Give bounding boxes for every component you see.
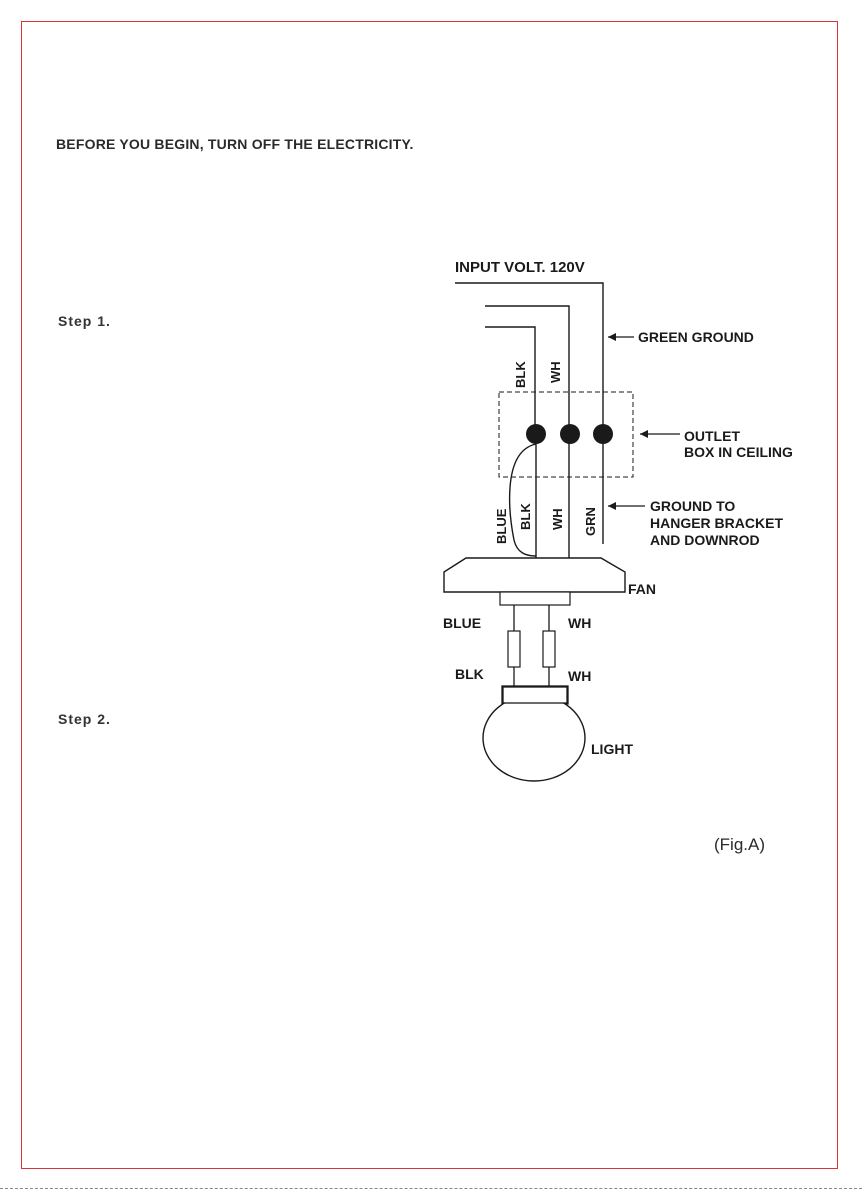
- input-voltage-label: INPUT VOLT. 120V: [455, 259, 585, 276]
- ground-wire-connector: [593, 424, 613, 444]
- fan-collar: [500, 592, 570, 605]
- lower-blk-label: BLK: [518, 503, 533, 530]
- fan-wh-label: WH: [568, 615, 591, 631]
- ground-bracket-label-line1: GROUND TO: [650, 498, 735, 514]
- ground-supply-wire: [455, 283, 603, 430]
- fan-label: FAN: [628, 581, 656, 597]
- upper-wh-label: WH: [548, 361, 563, 383]
- fan-blue-label: BLUE: [443, 615, 481, 631]
- ground-bracket-label-line2: HANGER BRACKET: [650, 515, 783, 531]
- upper-blk-label: BLK: [513, 361, 528, 388]
- lower-grn-label: GRN: [583, 507, 598, 536]
- outlet-box-label-line1: OUTLET: [684, 428, 740, 444]
- ground-bracket-label-line3: AND DOWNROD: [650, 532, 760, 548]
- lower-blue-label: BLUE: [494, 508, 509, 544]
- light-wh-label: WH: [568, 668, 591, 684]
- light-label: LIGHT: [591, 741, 633, 757]
- light-blk-label: BLK: [455, 666, 484, 682]
- outlet-box-label-line2: BOX IN CEILING: [684, 444, 793, 460]
- black-wire-connector: [526, 424, 546, 444]
- ground-bracket-arrowhead: [608, 502, 616, 510]
- light-fitter-front: [503, 687, 567, 703]
- fan-housing: [444, 558, 625, 592]
- green-ground-arrowhead: [608, 333, 616, 341]
- outlet-box-arrowhead: [640, 430, 648, 438]
- green-ground-label: GREEN GROUND: [638, 329, 754, 345]
- blue-fan-wire: [510, 444, 536, 556]
- blue-wire-nut: [508, 631, 520, 667]
- page-bottom-edge: [0, 1188, 862, 1189]
- white-wire-nut: [543, 631, 555, 667]
- light-globe: [483, 695, 585, 781]
- lower-wh-label: WH: [550, 508, 565, 530]
- white-wire-connector: [560, 424, 580, 444]
